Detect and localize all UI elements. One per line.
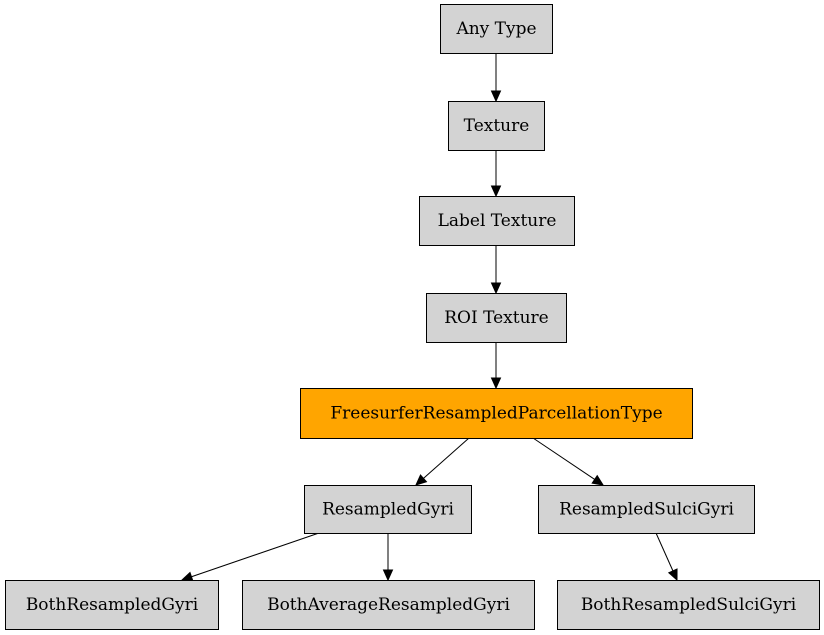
arrowhead-icon <box>490 282 502 295</box>
edge-resampled-sulci-gyri-to-both-resampled-sulci-gyri <box>655 532 678 582</box>
arrowhead-icon <box>415 474 428 486</box>
node-box <box>304 485 472 534</box>
edge-freesurfer-resampled-parcellation-type-to-resampled-gyri <box>415 437 470 486</box>
node-label: BothAverageResampledGyri <box>267 595 510 615</box>
edge-resampled-gyri-to-both-average-resampled-gyri <box>382 533 394 582</box>
edge-resampled-gyri-to-both-resampled-gyri <box>180 532 320 582</box>
node-box <box>242 580 535 630</box>
node-box <box>538 485 755 534</box>
node-label-texture[interactable]: Label Texture <box>419 196 575 246</box>
edge-freesurfer-resampled-parcellation-type-to-resampled-sulci-gyri <box>532 437 605 486</box>
edge-line <box>191 532 320 578</box>
node-any-type[interactable]: Any Type <box>440 4 553 54</box>
node-label: Any Type <box>455 19 536 39</box>
node-label: FreesurferResampledParcellationType <box>330 404 662 424</box>
arrowhead-icon <box>382 569 394 582</box>
edge-line <box>532 437 595 480</box>
node-box <box>419 196 575 246</box>
edge-line <box>423 437 470 479</box>
arrowhead-icon <box>180 571 194 582</box>
edges-layer <box>180 53 678 582</box>
node-both-resampled-sulci-gyri[interactable]: BothResampledSulciGyri <box>557 580 820 630</box>
edge-line <box>655 532 674 572</box>
node-box <box>300 388 693 439</box>
arrowhead-icon <box>667 568 678 582</box>
node-resampled-gyri[interactable]: ResampledGyri <box>304 485 472 534</box>
node-texture[interactable]: Texture <box>448 101 545 151</box>
node-label: BothResampledGyri <box>26 595 199 615</box>
node-box <box>426 293 567 343</box>
edge-roi-texture-to-freesurfer-resampled-parcellation-type <box>490 342 502 390</box>
node-label: BothResampledSulciGyri <box>581 595 797 615</box>
node-both-average-resampled-gyri[interactable]: BothAverageResampledGyri <box>242 580 535 630</box>
node-label: Texture <box>464 116 530 136</box>
node-roi-texture[interactable]: ROI Texture <box>426 293 567 343</box>
arrowhead-icon <box>490 90 502 103</box>
node-label: Label Texture <box>438 211 557 231</box>
node-resampled-sulci-gyri[interactable]: ResampledSulciGyri <box>538 485 755 534</box>
node-box <box>5 580 219 630</box>
arrowhead-icon <box>490 185 502 198</box>
node-label: ResampledGyri <box>322 500 454 520</box>
arrowhead-icon <box>490 377 502 390</box>
node-box <box>557 580 820 630</box>
edge-any-type-to-texture <box>490 53 502 103</box>
node-box <box>448 101 545 151</box>
edge-label-texture-to-roi-texture <box>490 245 502 295</box>
node-both-resampled-gyri[interactable]: BothResampledGyri <box>5 580 219 630</box>
arrowhead-icon <box>591 474 605 486</box>
node-label: ResampledSulciGyri <box>559 500 734 520</box>
node-freesurfer-resampled-parcellation-type[interactable]: FreesurferResampledParcellationType <box>300 388 693 439</box>
node-box <box>440 4 553 54</box>
node-label: ROI Texture <box>444 308 549 328</box>
edge-texture-to-label-texture <box>490 150 502 198</box>
